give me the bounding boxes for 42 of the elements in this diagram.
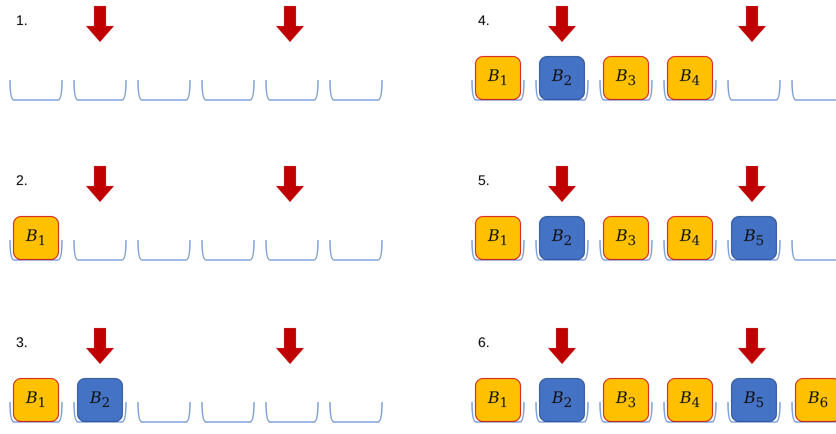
- block-label: B$_{1}$: [488, 66, 508, 90]
- block-label: B$_{3}$: [616, 226, 636, 250]
- block-label: B$_{5}$: [744, 388, 764, 412]
- block-tile: [539, 378, 585, 422]
- block-tile: [731, 216, 777, 260]
- block-tile: [603, 56, 649, 100]
- block-tile: [13, 216, 59, 260]
- block-label: B$_{2}$: [90, 388, 110, 412]
- block-tile: [475, 378, 521, 422]
- block-label: B$_{3}$: [616, 388, 636, 412]
- block-label: B$_{4}$: [680, 66, 700, 90]
- block-label: B$_{5}$: [744, 226, 764, 250]
- block-label: B$_{2}$: [552, 226, 572, 250]
- block-label: B$_{1}$: [26, 388, 46, 412]
- block-tile: [539, 56, 585, 100]
- block-label: B$_{1}$: [26, 226, 46, 250]
- block-tile: [475, 216, 521, 260]
- block-label: B$_{1}$: [488, 226, 508, 250]
- block-tile: [13, 378, 59, 422]
- block-label: B$_{2}$: [552, 66, 572, 90]
- block-tile: [603, 216, 649, 260]
- block-label: B$_{6}$: [808, 388, 828, 412]
- block-tile: [475, 56, 521, 100]
- block-label: B$_{4}$: [680, 226, 700, 250]
- block-label: B$_{4}$: [680, 388, 700, 412]
- step-number: 4.: [478, 12, 490, 28]
- block-tile: [667, 56, 713, 100]
- block-tile: [603, 378, 649, 422]
- step-number: 6.: [478, 334, 490, 350]
- block-tile: [539, 216, 585, 260]
- block-label: B$_{2}$: [552, 388, 572, 412]
- block-label: B$_{3}$: [616, 66, 636, 90]
- step-number: 2.: [16, 172, 28, 188]
- step-number: 5.: [478, 172, 490, 188]
- block-tile: [77, 378, 123, 422]
- block-tile: [795, 378, 836, 422]
- block-tile: [667, 378, 713, 422]
- block-tile: [731, 378, 777, 422]
- block-label: B$_{1}$: [488, 388, 508, 412]
- step-number: 1.: [16, 12, 28, 28]
- block-tile: [667, 216, 713, 260]
- step-number: 3.: [16, 334, 28, 350]
